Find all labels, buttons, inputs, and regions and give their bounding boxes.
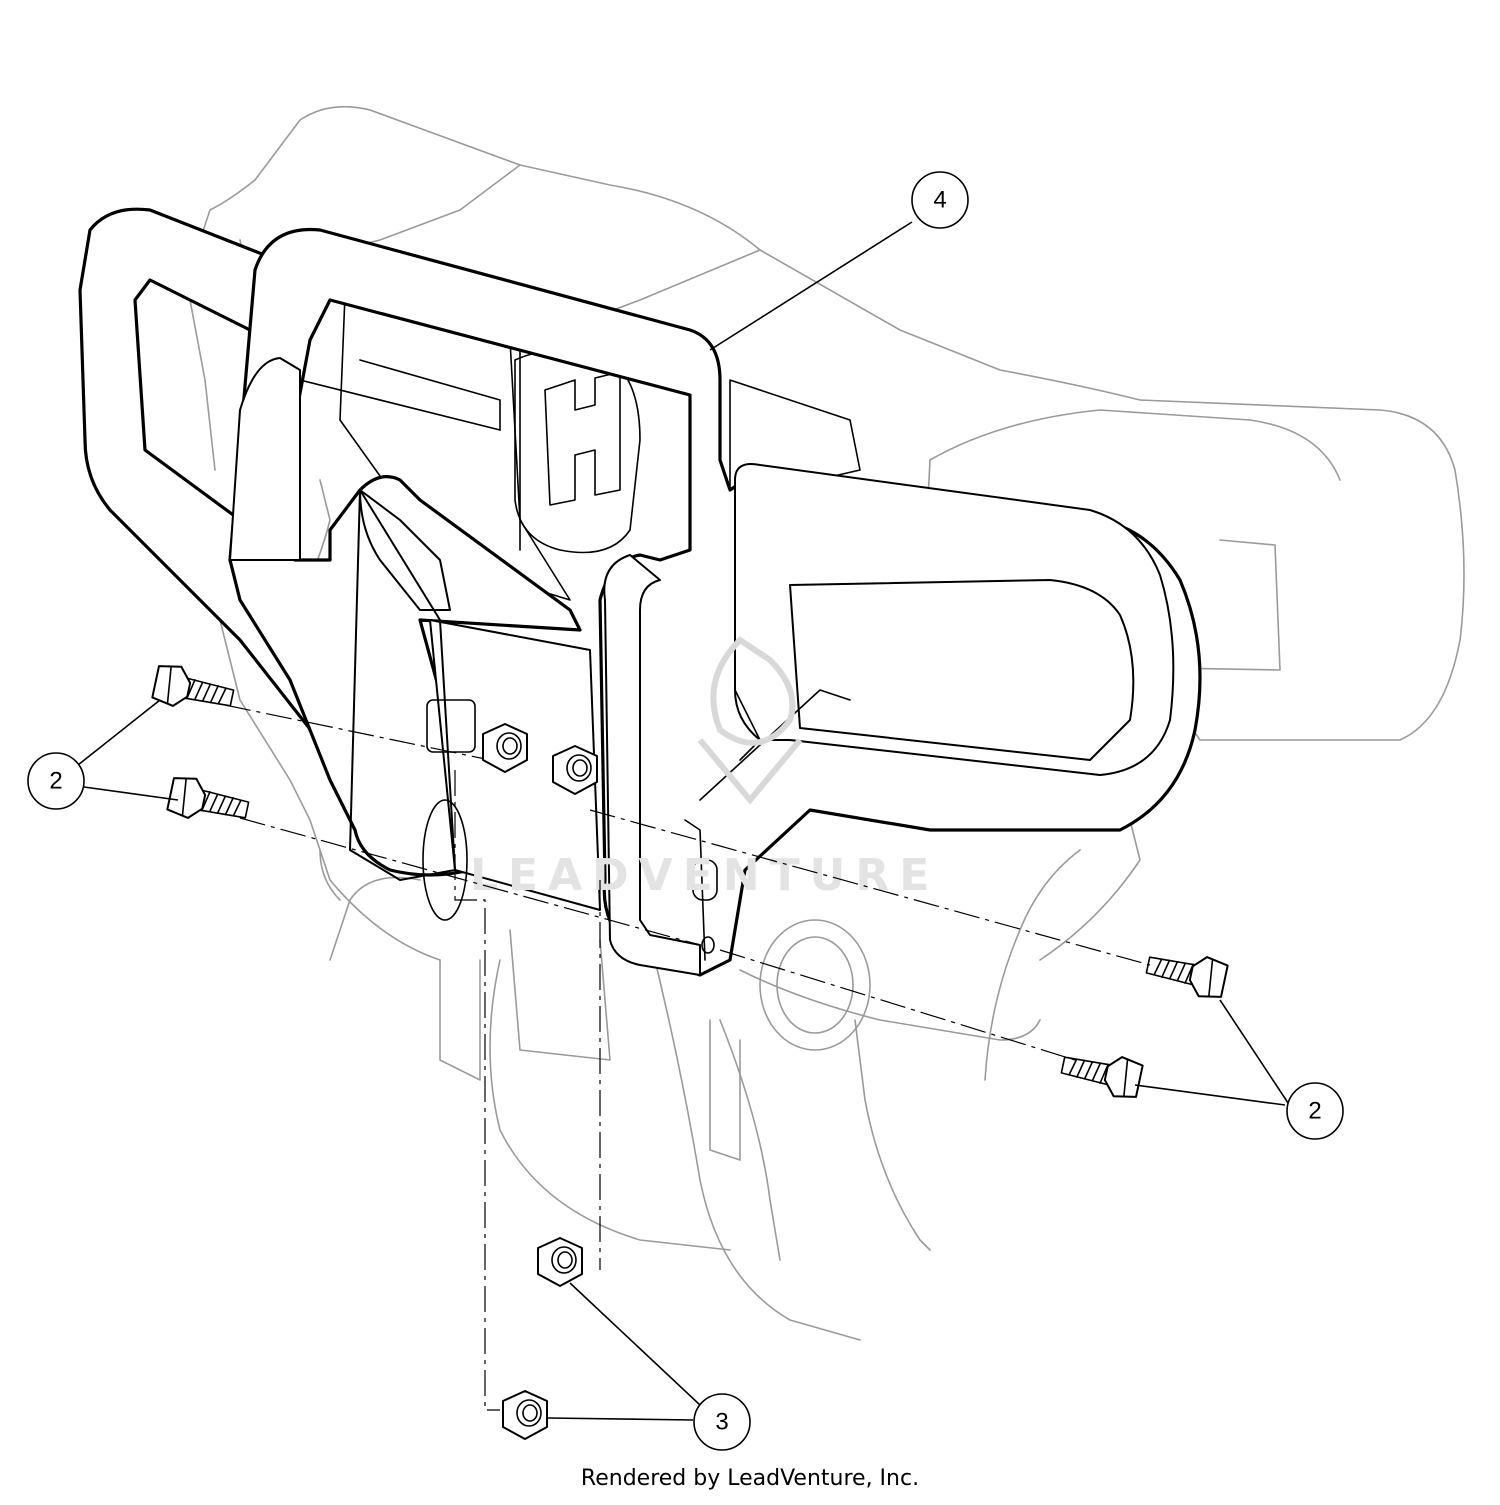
leader-lines bbox=[77, 221, 1299, 1421]
bolt-upper-left bbox=[150, 661, 238, 719]
callout-3: 3 bbox=[693, 1393, 751, 1451]
leadventure-watermark: LEADVENTURE bbox=[470, 636, 939, 901]
watermark-text: LEADVENTURE bbox=[470, 850, 939, 901]
bolt-upper-right bbox=[1142, 944, 1230, 1002]
flange-nut-lower bbox=[537, 1237, 583, 1287]
alignment-lines bbox=[224, 704, 1151, 1411]
svg-text:2: 2 bbox=[1308, 1098, 1321, 1125]
brand-logo-icon bbox=[514, 349, 641, 554]
flange-nut-bottom bbox=[502, 1390, 548, 1440]
callout-4: 4 bbox=[911, 171, 969, 229]
svg-text:4: 4 bbox=[933, 187, 946, 214]
svg-text:2: 2 bbox=[49, 768, 62, 795]
callout-2-left: 2 bbox=[27, 752, 85, 810]
footer-credit: Rendered by LeadVenture, Inc. bbox=[580, 1466, 920, 1491]
bolt-lower-right bbox=[1057, 1044, 1145, 1102]
svg-text:3: 3 bbox=[715, 1409, 728, 1436]
callout-2-right: 2 bbox=[1286, 1082, 1344, 1140]
bolt-lower-left bbox=[165, 773, 253, 831]
